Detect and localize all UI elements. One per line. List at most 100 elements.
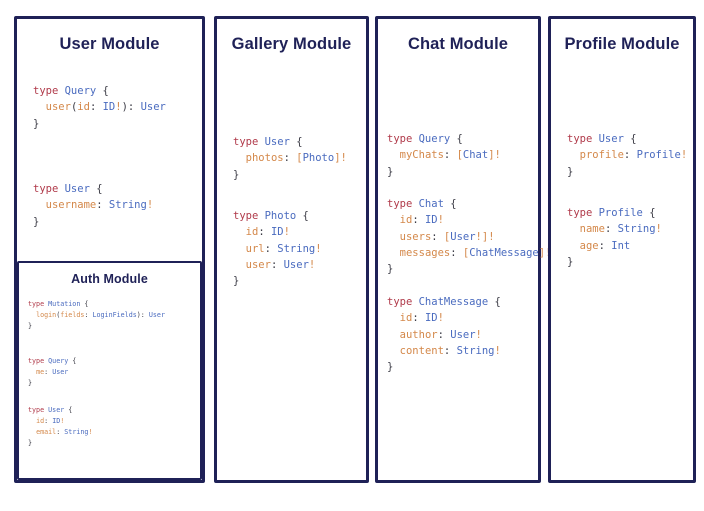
code-token: ( (56, 310, 61, 319)
code-token: String (108, 199, 147, 212)
code-token: } (567, 255, 574, 268)
code-token: User (450, 328, 476, 341)
code-token: { (96, 85, 109, 97)
code-token: : (604, 223, 618, 236)
code-token (33, 199, 46, 211)
code-block-gallery-photo: type Photo { id: ID! url: String! user: … (233, 208, 322, 289)
code-token: { (89, 183, 103, 195)
code-token (33, 101, 46, 113)
code-token: Mutation (48, 300, 81, 308)
code-token: url (245, 242, 265, 255)
code-token (233, 152, 246, 164)
code-token: ! (680, 149, 688, 162)
code-token: : (443, 344, 457, 357)
module-panel-auth[interactable]: Auth Module type Mutation { login(fields… (17, 261, 202, 480)
code-token: type (387, 296, 419, 308)
code-token: User (140, 101, 166, 114)
module-panel-user[interactable]: User Module type Query { user(id: ID!): … (14, 16, 205, 483)
code-token: me (36, 367, 45, 376)
code-token: id (399, 214, 413, 227)
code-token: : (431, 230, 444, 243)
code-token: : (270, 258, 284, 271)
code-token: Query (48, 357, 69, 365)
code-token: ! (475, 328, 482, 341)
code-token (387, 312, 400, 324)
code-token: !]! (475, 230, 495, 243)
code-block-auth-mutation: type Mutation { login(fields: LoginField… (28, 299, 165, 332)
code-token: Chat (462, 149, 489, 162)
code-token: name (579, 223, 605, 236)
code-token: String (617, 223, 656, 236)
code-token (387, 149, 400, 161)
code-token: { (68, 357, 77, 365)
code-token: String (456, 344, 495, 357)
code-token: type (28, 406, 49, 414)
module-panel-profile[interactable]: Profile Module type User { profile: Prof… (548, 16, 696, 483)
code-token: : (258, 226, 271, 239)
code-token: Profile (636, 149, 681, 162)
code-token: { (443, 198, 457, 210)
code-token: } (387, 263, 394, 276)
code-token: myChats (399, 149, 444, 162)
code-token: id (245, 226, 259, 239)
code-token: LoginFields (92, 310, 137, 319)
code-token: User (148, 310, 165, 319)
code-token: ChatMessage (469, 246, 539, 259)
code-token: fields (60, 310, 85, 319)
code-token: : (264, 242, 278, 255)
code-token: Query (418, 133, 451, 145)
code-token: } (233, 275, 240, 288)
code-token (233, 259, 246, 271)
code-token: content (399, 344, 444, 357)
code-token: Profile (598, 207, 643, 219)
code-token: : (412, 214, 425, 227)
code-token: : (127, 101, 141, 114)
code-token (567, 223, 580, 235)
code-token: [ (456, 149, 463, 162)
code-token: id (77, 101, 90, 114)
code-token: User (52, 367, 69, 376)
code-token: Int (611, 239, 631, 252)
module-panel-gallery[interactable]: Gallery Module type User { photos: [Phot… (214, 16, 369, 483)
code-block-auth-query: type Query { me: User } (28, 356, 76, 389)
code-block-gallery-user: type User { photos: [Photo]! } (233, 134, 347, 183)
code-token: } (33, 117, 40, 130)
code-token: : (56, 427, 65, 436)
code-token (387, 345, 400, 357)
code-token: ) (136, 310, 141, 319)
module-title-gallery: Gallery Module (231, 35, 352, 53)
code-token: user (245, 258, 271, 271)
code-token: Query (64, 85, 97, 97)
code-token (387, 214, 400, 226)
code-token: User (264, 136, 290, 148)
code-token: String (277, 242, 316, 255)
module-title-profile: Profile Module (564, 35, 680, 53)
code-token: ! (88, 427, 93, 436)
code-token: { (64, 406, 73, 414)
module-title-user: User Module (59, 35, 160, 53)
code-token: } (28, 378, 33, 387)
code-token: ! (437, 312, 444, 325)
module-panel-chat[interactable]: Chat Module type Query { myChats: [Chat]… (375, 16, 551, 483)
code-token: type (233, 210, 265, 222)
code-token: ChatMessage (418, 296, 489, 308)
code-block-chat-message: type ChatMessage { id: ID! author: User!… (387, 294, 501, 375)
code-token: ID (424, 312, 438, 325)
code-block-user-query: type Query { user(id: ID!): User } (33, 83, 166, 132)
code-token: ) (121, 101, 128, 114)
code-token: Photo (302, 152, 335, 165)
code-token: User (48, 406, 65, 414)
code-token: username (45, 199, 97, 212)
code-token: ID (102, 101, 116, 114)
code-token: } (567, 165, 574, 178)
code-token (28, 417, 36, 425)
code-token: User (598, 133, 624, 145)
code-token: ! (283, 226, 290, 239)
code-token (233, 243, 246, 255)
code-token: } (387, 165, 394, 178)
code-token: Chat (418, 198, 444, 210)
code-token: { (488, 296, 501, 308)
code-token: ! (115, 101, 122, 114)
code-token: : (412, 312, 425, 325)
